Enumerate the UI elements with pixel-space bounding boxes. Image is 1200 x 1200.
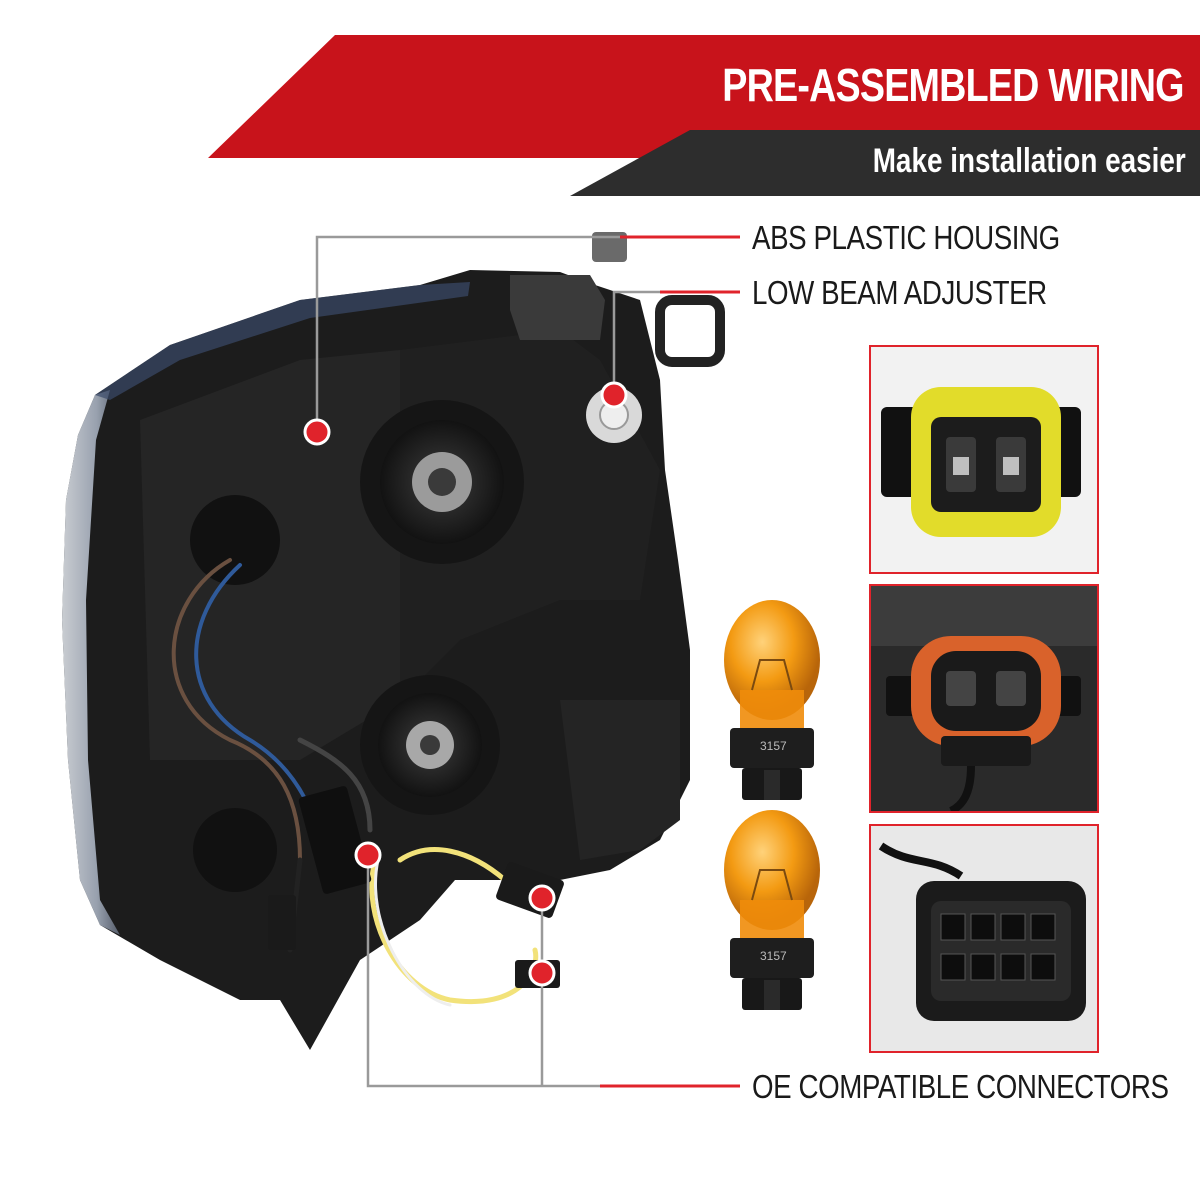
bulb-top <box>724 600 820 800</box>
banner-title: PRE-ASSEMBLED WIRING <box>722 59 1185 111</box>
bulb-bottom <box>724 810 820 1010</box>
callout-housing: ABS PLASTIC HOUSING <box>752 219 1060 256</box>
detail-connector-2 <box>869 584 1099 813</box>
red-banner <box>208 35 1200 158</box>
upper-bulb-socket <box>360 400 524 564</box>
banner-subtitle: Make installation easier <box>872 142 1186 180</box>
connector-1-image <box>871 347 1097 572</box>
lower-bulb-socket <box>360 675 500 815</box>
bulb-bottom-label: 3157 <box>760 949 787 963</box>
connector-3-image <box>871 826 1097 1051</box>
detail-connector-3 <box>869 824 1099 1053</box>
detail-connector-1 <box>869 345 1099 574</box>
callout-connectors: OE COMPATIBLE CONNECTORS <box>752 1068 1169 1105</box>
bulb-top-label: 3157 <box>760 739 787 753</box>
connector-2-image <box>871 586 1097 811</box>
dark-banner <box>570 130 1200 196</box>
callout-adjuster: LOW BEAM ADJUSTER <box>752 274 1047 311</box>
banner-shapes <box>208 35 1200 196</box>
